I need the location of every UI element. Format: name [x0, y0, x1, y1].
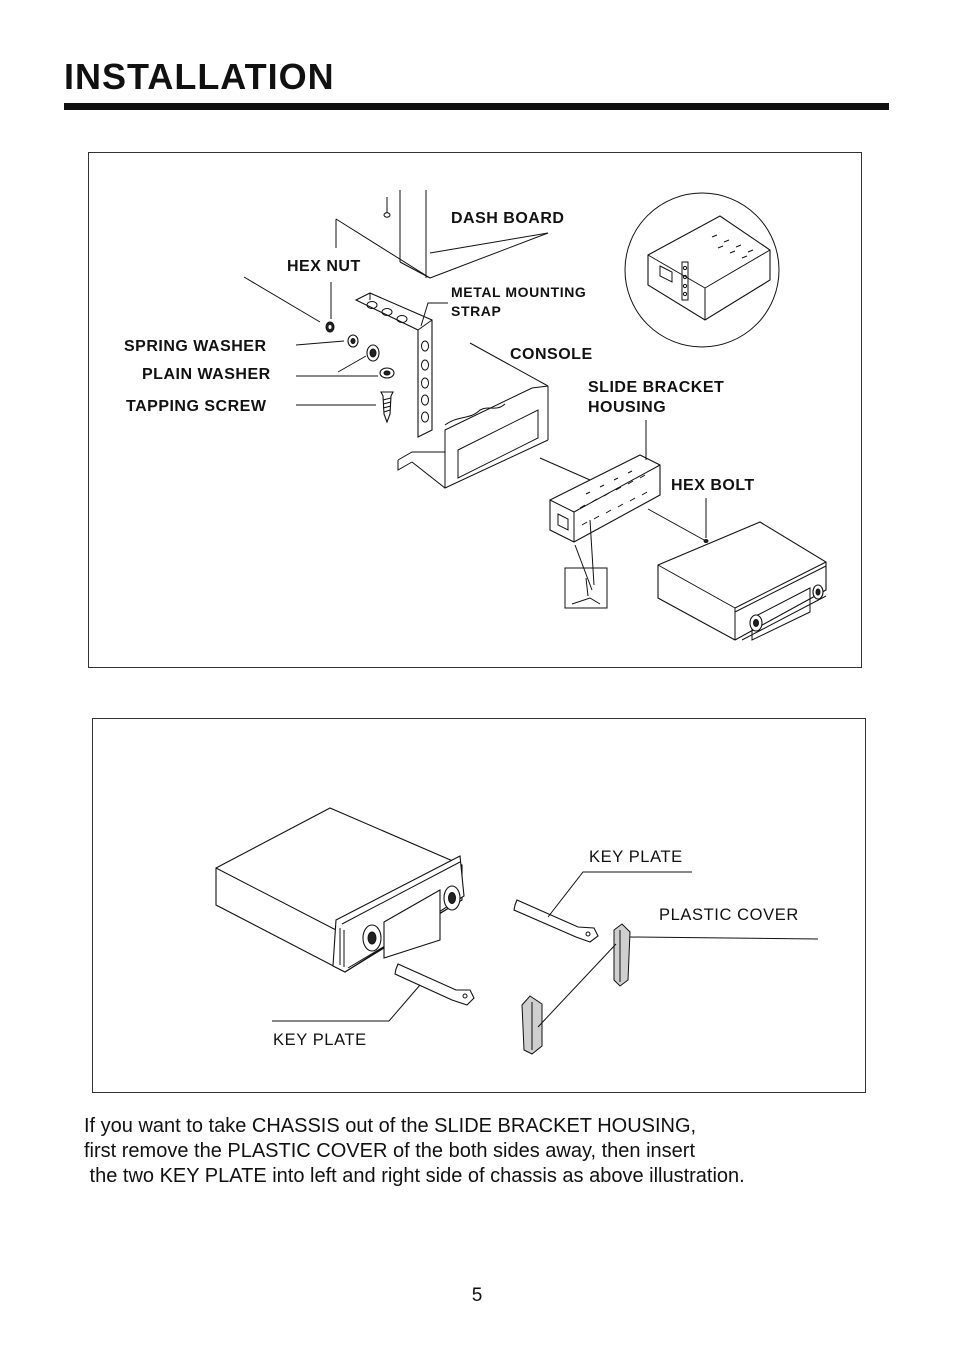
console-drawing: [397, 342, 591, 489]
slide-bracket-housing-drawing: [549, 454, 661, 609]
figure1-labels: DASH BOARD HEX NUT METAL MOUNTING STRAP …: [124, 210, 755, 494]
figure1-leader-lines: [295, 232, 707, 538]
figure2-labels: KEY PLATE PLASTIC COVER KEY PLATE: [273, 848, 799, 1049]
label-metal-mounting-strap: METAL MOUNTING: [451, 284, 586, 300]
label-spring-washer: SPRING WASHER: [124, 338, 267, 355]
instruction-line-3: the two KEY PLATE into left and right si…: [84, 1165, 745, 1187]
label-dash-board: DASH BOARD: [451, 210, 564, 227]
instruction-line-1: If you want to take CHASSIS out of the S…: [84, 1115, 697, 1137]
label-hex-bolt: HEX BOLT: [671, 477, 755, 494]
label-key-plate-right: KEY PLATE: [589, 848, 683, 866]
label-tapping-screw: TAPPING SCREW: [126, 398, 267, 415]
label-console: CONSOLE: [510, 346, 593, 363]
key-plate-drawings: [394, 899, 599, 1006]
label-plain-washer: PLAIN WASHER: [142, 366, 271, 383]
figure2-leader-lines: [272, 871, 819, 1028]
plastic-cover-drawings: [521, 923, 631, 1055]
label-metal-mounting-strap-line2: STRAP: [451, 303, 501, 319]
page-number: 5: [471, 1285, 483, 1306]
label-slide-bracket-housing: SLIDE BRACKET: [588, 379, 724, 396]
label-hex-nut: HEX NUT: [287, 258, 361, 275]
page-title: INSTALLATION: [64, 56, 335, 97]
chassis-drawing: [215, 807, 465, 973]
title-underline: [64, 103, 889, 110]
installation-diagram-frame: [88, 152, 862, 668]
instruction-line-2: first remove the PLASTIC COVER of the bo…: [84, 1140, 696, 1162]
metal-mounting-strap-drawing: [354, 292, 433, 438]
label-slide-bracket-housing-line2: HOUSING: [588, 399, 666, 416]
chassis-removal-diagram-frame: [92, 718, 866, 1093]
instruction-paragraph: If you want to take CHASSIS out of the S…: [84, 1114, 884, 1189]
bracket-detail-inset: [624, 192, 780, 348]
dash-board-drawing: [335, 190, 549, 279]
hardware-drawing: [243, 276, 395, 424]
radio-unit-drawing: [647, 508, 827, 641]
label-key-plate-left: KEY PLATE: [273, 1031, 367, 1049]
label-plastic-cover: PLASTIC COVER: [659, 906, 799, 924]
